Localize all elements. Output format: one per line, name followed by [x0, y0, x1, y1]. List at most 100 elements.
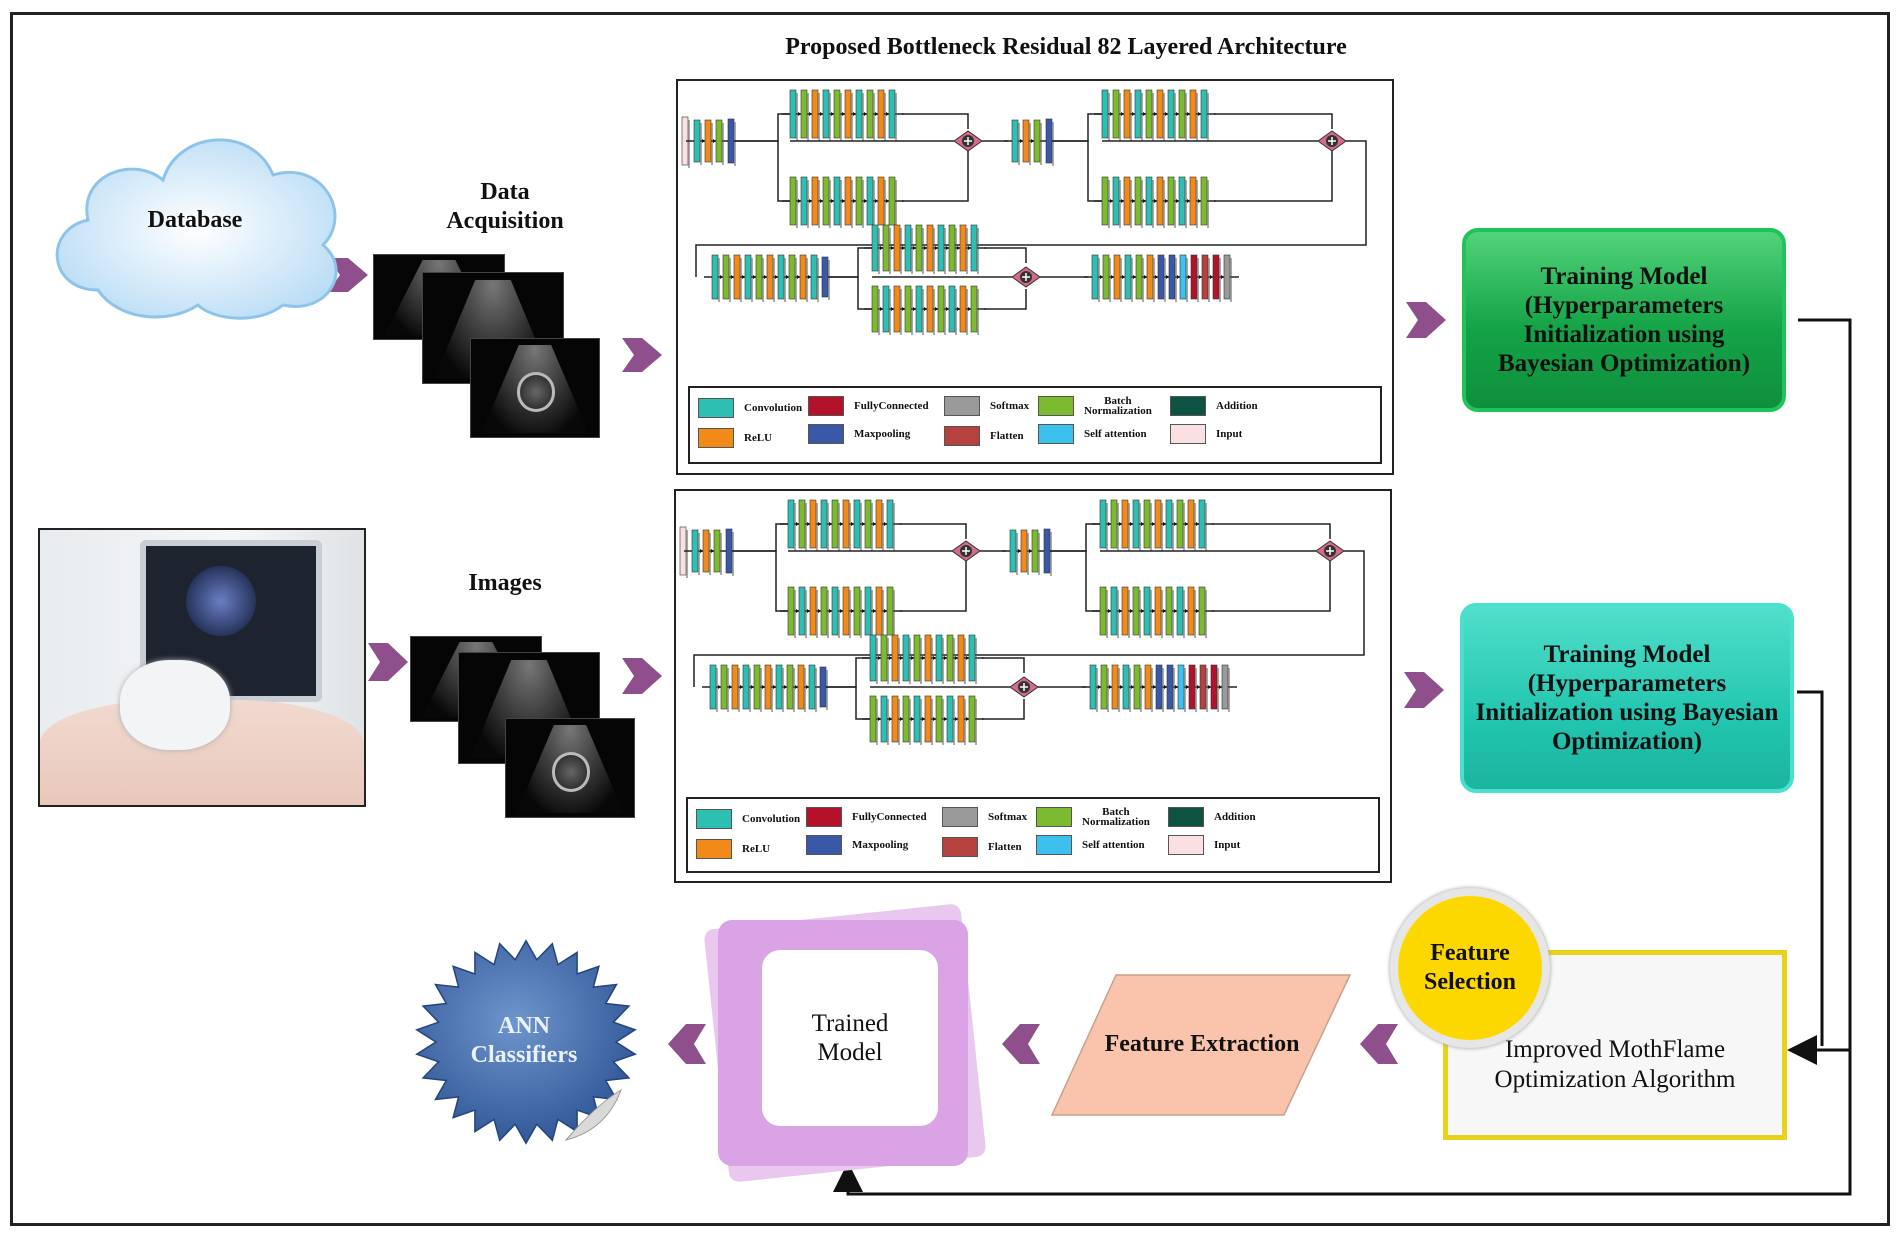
layer-shadow: [898, 699, 900, 745]
layer-block: [1176, 586, 1184, 636]
layer-arrow: [913, 307, 916, 311]
layer-arrow: [1119, 609, 1122, 613]
layer-shadow: [1217, 668, 1219, 712]
layer-block: [820, 499, 828, 549]
layer-arrow: [878, 656, 881, 660]
layer-arrow: [795, 685, 798, 689]
layer-shadow: [944, 228, 946, 274]
layer-shadow: [771, 668, 773, 712]
layer-shadow: [838, 503, 840, 551]
layer-block: [1033, 119, 1041, 163]
layer-shadow: [740, 258, 742, 302]
layer-block: [831, 499, 839, 549]
layer-shadow: [1173, 668, 1175, 712]
layer-shadow: [900, 228, 902, 274]
legend-label: ReLU: [742, 843, 771, 855]
layer-shadow: [1129, 668, 1131, 712]
legend-label: Convolution: [744, 402, 803, 414]
layer-arrow: [807, 522, 810, 526]
layer-block: [891, 695, 899, 743]
layer-arrow: [1187, 199, 1190, 203]
layer-block: [877, 176, 885, 226]
layer-block: [924, 695, 932, 743]
connector-top-training: [1787, 318, 1852, 1065]
layer-arrow: [1018, 549, 1021, 553]
legend-swatch: [1170, 396, 1206, 416]
legend-swatch: [1168, 807, 1204, 827]
layer-arrow: [946, 246, 949, 250]
layer-arrow: [1029, 549, 1032, 553]
layer-shadow: [893, 503, 895, 551]
layer-arrow: [873, 522, 876, 526]
layer-shadow: [966, 228, 968, 274]
layer-arrow: [1152, 609, 1155, 613]
layer-shadow: [873, 180, 875, 228]
layer-shadow: [1153, 258, 1155, 302]
network-connection: [982, 699, 1025, 720]
layer-block: [1221, 664, 1229, 710]
layer-block: [1112, 176, 1120, 226]
layer-block: [853, 586, 861, 636]
layer-block: [1113, 254, 1121, 300]
legend-swatch: [942, 837, 978, 857]
layer-block: [1045, 118, 1053, 164]
layer-shadow: [686, 530, 688, 578]
layer-shadow: [975, 638, 977, 684]
legend-label: Self attention: [1082, 839, 1145, 851]
layer-shadow: [818, 180, 820, 228]
layer-block: [800, 89, 808, 139]
layer-block: [1210, 664, 1218, 710]
layer-block: [935, 695, 943, 743]
layer-block: [1134, 89, 1142, 139]
legend-item: Batch Normalization: [1036, 807, 1150, 828]
layer-shadow: [966, 289, 968, 335]
layer-shadow: [964, 638, 966, 684]
layer-arrow: [922, 717, 925, 721]
layer-shadow: [805, 503, 807, 551]
layer-arrow: [1098, 685, 1101, 689]
layer-block: [866, 89, 874, 139]
legend-item: Flatten: [944, 426, 1024, 446]
layer-arrow: [891, 246, 894, 250]
layer-arrow: [933, 717, 936, 721]
layer-block: [1176, 499, 1184, 549]
network-connection: [693, 550, 1365, 687]
connector-return: [833, 1050, 1852, 1196]
layer-shadow: [1106, 503, 1108, 551]
flow-arrow: [368, 643, 408, 681]
layer-shadow: [1109, 258, 1111, 302]
addition-node-plus: [1022, 273, 1030, 281]
layer-block: [1178, 176, 1186, 226]
layer-shadow: [709, 533, 711, 575]
layer-arrow: [924, 246, 927, 250]
layer-shadow: [1208, 258, 1210, 302]
layer-block: [788, 254, 796, 300]
layer-block: [789, 89, 797, 139]
layer-shadow: [1185, 93, 1187, 141]
legend-label: Addition: [1216, 400, 1258, 412]
layer-block: [1166, 664, 1174, 710]
layer-arrow: [718, 685, 721, 689]
ann-classifiers-badge: [415, 939, 637, 1145]
layer-shadow: [794, 590, 796, 638]
feature-selection-circle: Feature Selection: [1398, 896, 1542, 1040]
layer-block: [799, 254, 807, 300]
layer-block: [1198, 499, 1206, 549]
layer-shadow: [884, 180, 886, 228]
layer-arrow: [968, 307, 971, 311]
layer-shadow: [1139, 503, 1141, 551]
layer-arrow: [740, 685, 743, 689]
legend-label: Input: [1214, 839, 1241, 851]
layer-shadow: [898, 638, 900, 684]
layer-arrow: [820, 199, 823, 203]
layer-block: [871, 224, 879, 272]
layer-block: [948, 224, 956, 272]
layer-shadow: [1120, 258, 1122, 302]
layer-block: [1200, 89, 1208, 139]
layer-arrow: [884, 609, 887, 613]
layer-arrow: [1174, 609, 1177, 613]
layer-shadow: [911, 228, 913, 274]
layer-arrow: [889, 717, 892, 721]
layer-arrow: [751, 685, 754, 689]
network-connection: [984, 247, 1027, 263]
